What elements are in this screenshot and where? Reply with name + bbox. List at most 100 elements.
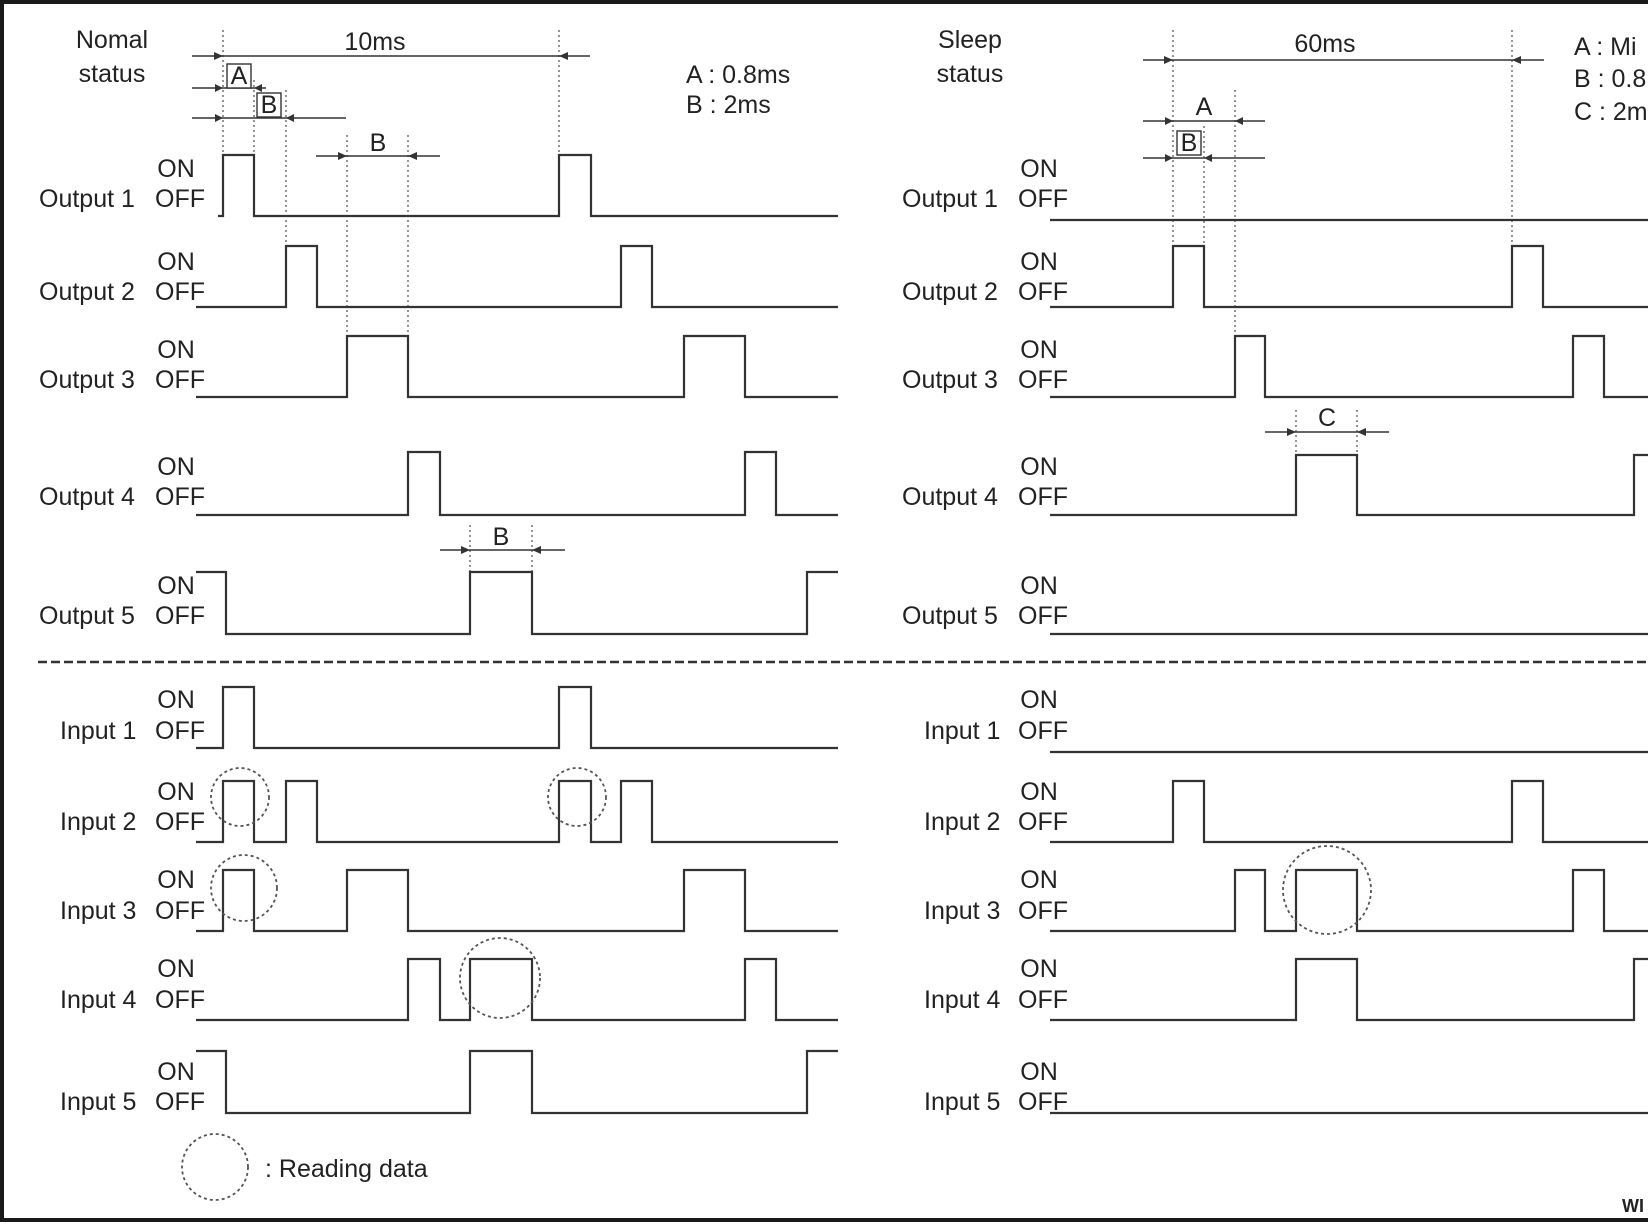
sleep-note-b: B : 0.8 xyxy=(1574,65,1646,93)
normal-output-5-label: Output 5 xyxy=(39,602,135,630)
state-label-off: OFF xyxy=(155,483,205,511)
normal-input-5-label: Input 5 xyxy=(60,1088,136,1116)
state-label-off: OFF xyxy=(155,185,205,213)
sleep-output-3-waveform xyxy=(1050,334,1648,399)
normal-status-title-line1: Nomal xyxy=(76,26,148,54)
state-label-off: OFF xyxy=(1018,185,1068,213)
sleep-period-label: 60ms xyxy=(1294,30,1355,58)
sleep-input-row-5: ON Input 5 OFF xyxy=(924,1058,1648,1116)
normal-output-row-5: ON Output 5 OFF xyxy=(39,570,838,636)
normal-input-row-2: ON Input 2 OFF xyxy=(60,767,838,844)
sleep-output-4-waveform xyxy=(1050,453,1648,517)
normal-input-4-label: Input 4 xyxy=(60,986,137,1014)
state-label-off: OFF xyxy=(155,986,205,1014)
reading-data-marker xyxy=(1282,845,1372,935)
state-label-off: OFF xyxy=(1018,1088,1068,1116)
sleep-output-row-2: ON Output 2 OFF xyxy=(902,244,1648,309)
sleep-input-row-3: ON Input 3 OFF xyxy=(924,845,1648,935)
normal-output-row-1: ON Output 1 OFF xyxy=(39,153,838,218)
normal-dim-b3-label: B xyxy=(493,523,510,551)
state-label-on: ON xyxy=(1020,1058,1058,1086)
sleep-output-row-5: ON Output 5 OFF xyxy=(902,572,1648,636)
state-label-on: ON xyxy=(1020,686,1058,714)
state-label-on: ON xyxy=(1020,453,1058,481)
state-label-on: ON xyxy=(1020,778,1058,806)
state-label-on: ON xyxy=(1020,955,1058,983)
sleep-dimension-c: C xyxy=(1265,404,1389,460)
sleep-dim-c-label: C xyxy=(1318,404,1336,432)
normal-output-4-waveform xyxy=(196,450,838,517)
state-label-off: OFF xyxy=(1018,602,1068,630)
normal-input-3-label: Input 3 xyxy=(60,897,136,925)
sleep-output-5-label: Output 5 xyxy=(902,602,998,630)
state-label-on: ON xyxy=(1020,248,1058,276)
sleep-status-title-line1: Sleep xyxy=(938,26,1002,54)
normal-output-3-label: Output 3 xyxy=(39,366,135,394)
state-label-off: OFF xyxy=(1018,278,1068,306)
state-label-on: ON xyxy=(157,955,195,983)
state-label-on: ON xyxy=(1020,155,1058,183)
legend-reading-data-label: : Reading data xyxy=(265,1155,428,1183)
normal-dimension-b-output5: B xyxy=(440,523,565,575)
sleep-input-3-label: Input 3 xyxy=(924,897,1000,925)
state-label-on: ON xyxy=(157,1058,195,1086)
reading-data-marker xyxy=(547,767,607,827)
normal-output-1-waveform xyxy=(218,153,838,218)
state-label-on: ON xyxy=(157,155,195,183)
state-label-off: OFF xyxy=(1018,986,1068,1014)
state-label-off: OFF xyxy=(155,717,205,745)
normal-input-2-label: Input 2 xyxy=(60,808,136,836)
state-label-on: ON xyxy=(157,778,195,806)
normal-output-row-4: ON Output 4 OFF xyxy=(39,450,838,517)
normal-output-row-3: ON Output 3 OFF xyxy=(39,334,838,399)
sleep-output-2-waveform xyxy=(1050,244,1648,309)
state-label-on: ON xyxy=(157,453,195,481)
sleep-output-row-4: ON Output 4 OFF xyxy=(902,453,1648,517)
sleep-period-dimension: 60ms xyxy=(1143,30,1544,250)
legend: : Reading data xyxy=(181,1133,428,1201)
state-label-off: OFF xyxy=(1018,717,1068,745)
sleep-input-1-label: Input 1 xyxy=(924,717,1000,745)
normal-note-a: A : 0.8ms xyxy=(686,61,790,89)
normal-output-5-waveform xyxy=(196,570,838,636)
normal-output-4-label: Output 4 xyxy=(39,483,135,511)
sleep-dimension-a: A xyxy=(1143,90,1265,335)
normal-input-row-5: ON Input 5 OFF xyxy=(60,1049,838,1116)
state-label-on: ON xyxy=(157,248,195,276)
normal-period-dimension: 10ms xyxy=(192,28,590,220)
normal-period-label: 10ms xyxy=(344,28,405,56)
corner-code: WI xyxy=(1622,1196,1644,1216)
state-label-off: OFF xyxy=(155,897,205,925)
state-label-off: OFF xyxy=(155,602,205,630)
sleep-output-1-label: Output 1 xyxy=(902,185,998,213)
state-label-on: ON xyxy=(157,572,195,600)
sleep-dimension-b: B xyxy=(1143,126,1265,250)
normal-input-1-waveform xyxy=(196,685,838,750)
normal-output-2-waveform xyxy=(196,244,838,309)
normal-input-5-waveform xyxy=(196,1049,838,1115)
sleep-input-row-1: ON Input 1 OFF xyxy=(924,686,1648,754)
sleep-input-4-label: Input 4 xyxy=(924,986,1001,1014)
state-label-on: ON xyxy=(1020,866,1058,894)
sleep-output-row-3: ON Output 3 OFF xyxy=(902,334,1648,399)
normal-dimension-a: A xyxy=(192,62,266,210)
normal-input-row-4: ON Input 4 OFF xyxy=(60,937,838,1022)
sleep-input-2-waveform xyxy=(1050,779,1648,844)
normal-dimension-b-top: B xyxy=(192,90,346,260)
state-label-on: ON xyxy=(1020,336,1058,364)
sleep-output-row-1: ON Output 1 OFF xyxy=(902,155,1648,222)
state-label-off: OFF xyxy=(1018,808,1068,836)
normal-output-row-2: ON Output 2 OFF xyxy=(39,244,838,309)
state-label-on: ON xyxy=(157,336,195,364)
state-label-on: ON xyxy=(157,686,195,714)
sleep-dim-a-label: A xyxy=(1196,93,1213,121)
sleep-input-4-waveform xyxy=(1050,957,1648,1022)
sleep-input-row-4: ON Input 4 OFF xyxy=(924,955,1648,1022)
sleep-input-5-label: Input 5 xyxy=(924,1088,1000,1116)
normal-input-3-waveform xyxy=(196,868,838,933)
state-label-off: OFF xyxy=(155,808,205,836)
sleep-status-title-line2: status xyxy=(937,60,1004,88)
normal-status-panel: Nomal status 10ms A : 0.8ms B : 2ms A B xyxy=(39,26,838,1201)
sleep-input-3-waveform xyxy=(1050,868,1648,933)
